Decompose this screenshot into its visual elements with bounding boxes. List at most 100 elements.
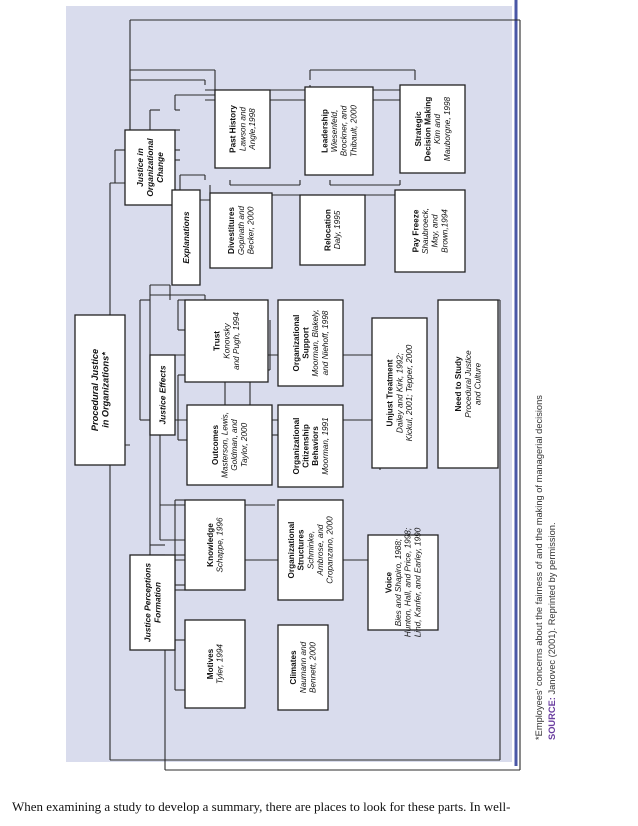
box-need-frame xyxy=(437,299,499,469)
box-ocb-title-line: Behaviors xyxy=(311,426,320,466)
box-past-title-line: Past History xyxy=(229,105,238,153)
branch-effects: Justice Effects xyxy=(149,354,176,436)
branch-effects-title-line: Justice Effects xyxy=(157,365,167,424)
box-need-cite-line: and Culture xyxy=(474,362,483,405)
branch-effects-text: Justice Effects xyxy=(157,365,167,424)
branch-formation-title-line: Formation xyxy=(152,582,162,623)
box-ocb-title-line: Citizenship xyxy=(302,424,311,468)
branch-change-frame xyxy=(124,129,176,206)
branch-change-title-line: Organizational xyxy=(145,138,155,197)
box-unjust-title-line: Unjust Treatment xyxy=(386,359,395,426)
box-knowledge-frame xyxy=(184,499,246,591)
box-divestitures-frame xyxy=(209,192,273,269)
box-need-title-line: Need to Study xyxy=(454,356,463,411)
box-strategic-cite-line: Kim and xyxy=(433,114,442,144)
body-caption-text: When examining a study to develop a summ… xyxy=(12,799,511,814)
root-box-title-line: Procedural Justice xyxy=(90,349,100,431)
box-support-title-line: Support xyxy=(302,327,311,359)
branch-change-title-line: Change xyxy=(155,152,165,183)
box-structures-title-line: Organizational xyxy=(287,522,296,579)
branch-change-title-line: Justice in xyxy=(135,148,145,187)
box-divestitures-title-line: Divestitures xyxy=(227,207,236,254)
box-divestitures-cite-line: Becker, 2000 xyxy=(247,206,256,254)
box-divestitures-cite-line: Gopinath and xyxy=(237,205,246,255)
box-relocation-title-line: Relocation xyxy=(324,209,333,251)
branch-explanations-text: Explanations xyxy=(181,211,191,263)
box-ocb-title-line: Organizational xyxy=(292,418,301,475)
box-past-cite-line: Lawson and xyxy=(238,106,247,151)
box-motives-frame xyxy=(184,619,246,709)
branch-explanations: Explanations xyxy=(171,189,201,286)
box-leadership-cite-line: Brockner, and xyxy=(340,105,349,156)
box-payfreeze-cite-line: Shaubroeck, xyxy=(421,208,430,254)
branch-explanations-title-line: Explanations xyxy=(181,211,191,263)
box-climates-frame xyxy=(277,624,329,711)
box-climates-title-line: Climates xyxy=(289,650,298,685)
box-leadership-frame xyxy=(304,86,374,176)
box-support-title-line: Organizational xyxy=(292,315,301,372)
box-trust-title-line: Trust xyxy=(213,331,222,351)
box-voice-title-line: Voice xyxy=(384,571,393,593)
box-past-frame xyxy=(214,89,271,169)
box-support-cite-line: and Niehoff, 1998 xyxy=(321,310,330,375)
box-strategic-frame xyxy=(399,84,466,174)
box-payfreeze-cite-line: Brown,1994 xyxy=(440,209,449,253)
box-unjust-cite-line: Dailey and Kirk, 1992; xyxy=(395,353,404,433)
box-unjust-cite-line: Kickul, 2001; Tepper, 2000 xyxy=(405,344,414,441)
box-relocation-cite-line: Daly, 1995 xyxy=(333,210,342,249)
box-knowledge-cite-line: Schappe, 1996 xyxy=(216,517,225,573)
box-past-cite-line: Angle,1998 xyxy=(248,108,257,151)
footnote-source-text: Janovec (2001). Reprinted by permission. xyxy=(547,522,557,697)
footnote-source: SOURCE: Janovec (2001). Reprinted by per… xyxy=(547,522,557,740)
box-knowledge-title-line: Knowledge xyxy=(206,523,215,567)
box-voice-cite-line: Bies and Shapiro, 1988; xyxy=(394,539,403,626)
box-motives-title-line: Motives xyxy=(206,648,215,679)
box-structures-cite-line: Schminke, xyxy=(306,531,315,569)
box-payfreeze-title-line: Pay Freeze xyxy=(411,209,420,252)
box-support-frame xyxy=(277,299,344,387)
box-strategic-title-line: Decision Making xyxy=(424,97,433,162)
box-leadership-title-line: Leadership xyxy=(320,109,329,153)
box-trust-cite-line: and Pugh, 1994 xyxy=(232,312,241,370)
box-structures-cite-line: Cropanzano, 2000 xyxy=(326,516,335,584)
box-outcomes-title-line: Outcomes xyxy=(211,425,220,465)
root-box-title-line: in Organizations* xyxy=(101,352,111,428)
box-outcomes-cite-line: Masterson, Lewis, xyxy=(221,412,230,478)
root-box-frame xyxy=(74,314,126,466)
box-ocb-cite-line: Moorman, 1991 xyxy=(321,417,330,474)
box-structures-cite-line: Ambrose, and xyxy=(316,524,325,576)
box-voice-cite-line: Hunton, Hall, and Price, 1998; xyxy=(404,528,413,637)
box-trust-cite-line: Konovsky xyxy=(222,322,231,358)
box-leadership-cite-line: Thibault, 2000 xyxy=(349,105,358,157)
